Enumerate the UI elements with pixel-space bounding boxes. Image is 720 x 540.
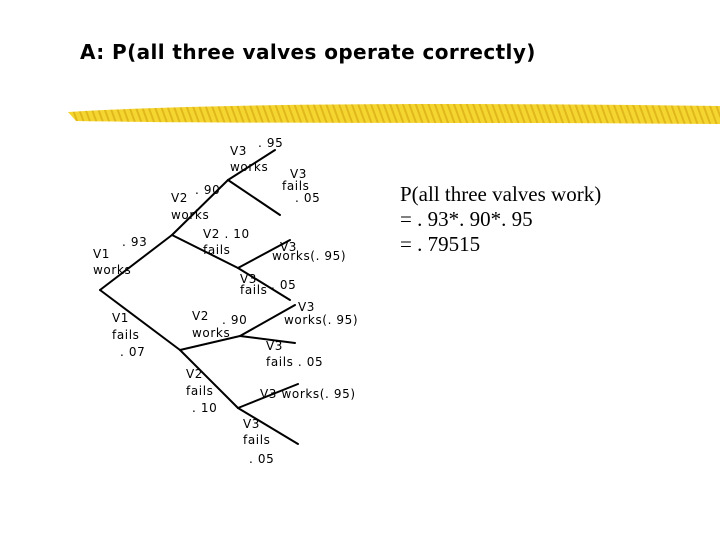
branch-v3-fails-aa <box>227 179 281 216</box>
v2-fails-b-label: V2 <box>186 367 203 381</box>
v3-works-aa-prob: . 95 <box>258 136 283 150</box>
v3-works-bb-label: V3 works(. 95) <box>260 387 356 401</box>
branch-v3-fails-ba <box>239 335 296 344</box>
branch-v2-fails-a <box>171 234 239 269</box>
result-line-1: P(all three valves work) <box>400 182 602 206</box>
v3-works-ab-label: V3 <box>280 240 297 254</box>
v2-works-a-prob: . 90 <box>195 183 220 197</box>
v3-fails-ba-label: V3 <box>266 339 283 353</box>
v1-fails-text: fails <box>112 328 140 342</box>
v3-works-ba-text: works(. 95) <box>284 313 358 327</box>
v3-fails-aa-label: V3 <box>290 167 307 181</box>
v3-fails-aa-prob: . 05 <box>295 191 320 205</box>
v2-fails-b-prob: . 10 <box>192 401 217 415</box>
v3-fails-bb-label: V3 <box>243 417 260 431</box>
v2-works-b-text: works <box>192 326 230 340</box>
v3-fails-bb-prob: . 05 <box>249 452 274 466</box>
branch-v3-works-aa <box>227 149 276 181</box>
v3-fails-ab-text: fails <box>240 283 268 297</box>
v2-works-b-prob: . 90 <box>222 313 247 327</box>
v2-works-a-text: works <box>171 208 209 222</box>
branch-v3-works-bb <box>237 383 299 409</box>
v3-fails-ab-label: V3 <box>240 272 257 286</box>
v1-works-text: works <box>93 263 131 277</box>
branch-v1-works <box>99 234 173 291</box>
result-calculation: P(all three valves work) = . 93*. 90*. 9… <box>400 182 601 257</box>
v2-fails-b-text: fails <box>186 384 214 398</box>
v3-fails-aa-text: fails <box>282 179 310 193</box>
v2-fails-a-label: V2 . 10 <box>203 227 250 241</box>
v3-works-aa-label: V3 <box>230 144 247 158</box>
branch-v2-works-a <box>171 179 229 236</box>
branch-v1-fails <box>99 289 181 351</box>
v1-works-label: V1 <box>93 247 110 261</box>
v1-fails-prob: . 07 <box>120 345 145 359</box>
v2-fails-a-text: fails <box>203 243 231 257</box>
result-line-2: = . 93*. 90*. 95 <box>400 207 533 231</box>
v3-fails-ab-prob: . 05 <box>271 278 296 292</box>
branch-v2-fails-b <box>179 349 239 409</box>
v1-works-prob: . 93 <box>122 235 147 249</box>
branch-v3-works-ab <box>237 239 291 269</box>
branch-v3-fails-bb <box>237 407 299 445</box>
result-line-3: = . 79515 <box>400 232 481 256</box>
v2-works-b-label: V2 <box>192 309 209 323</box>
branch-v3-works-ba <box>239 304 296 337</box>
v3-works-aa-text: works <box>230 160 268 174</box>
v3-works-ba-label: V3 <box>298 300 315 314</box>
v2-works-a-label: V2 <box>171 191 188 205</box>
slide-title: A: P(all three valves operate correctly) <box>80 40 536 64</box>
v3-fails-ba-text: fails . 05 <box>266 355 323 369</box>
v3-works-ab-text: works(. 95) <box>272 249 346 263</box>
branch-v2-works-b <box>179 335 241 351</box>
v1-fails-label: V1 <box>112 311 129 325</box>
v3-fails-bb-text: fails <box>243 433 271 447</box>
branch-v3-fails-ab <box>237 267 291 301</box>
